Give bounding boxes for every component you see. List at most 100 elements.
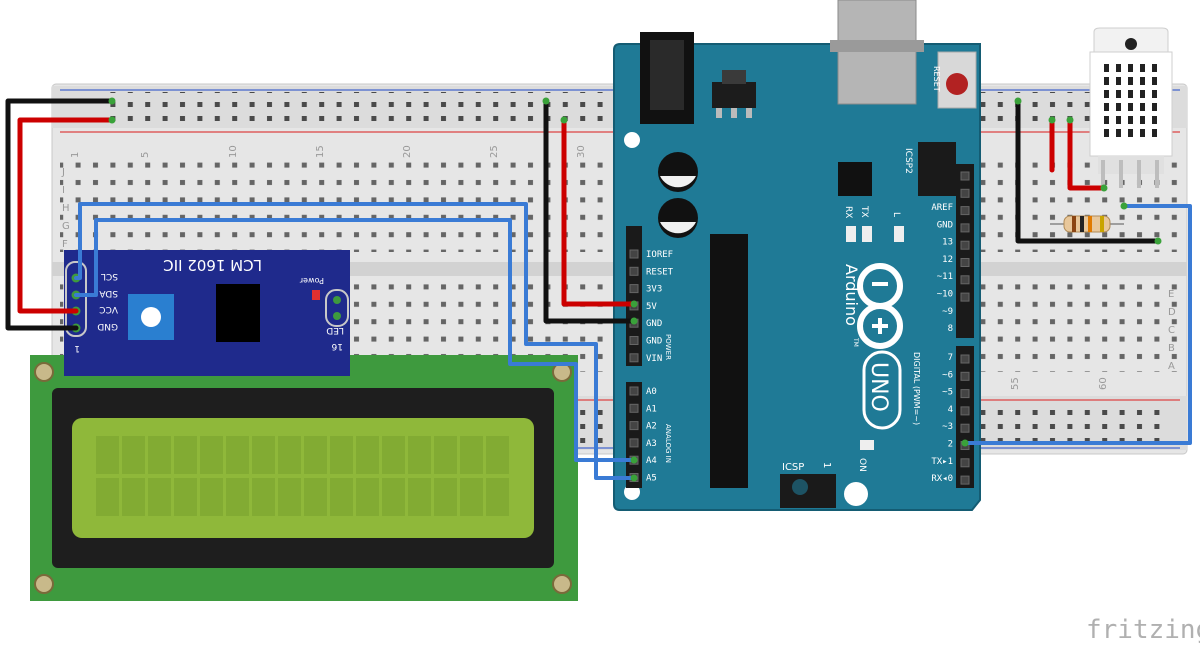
arduino-pin-label: 13	[942, 238, 953, 248]
vent-slot	[1152, 90, 1157, 98]
power-header	[626, 226, 642, 366]
icsp2-label: ICSP2	[903, 148, 913, 174]
lcd-cell	[356, 436, 379, 474]
pin16-label: 16	[331, 341, 343, 351]
header-socket	[960, 240, 970, 250]
analog-header	[626, 382, 642, 488]
fritzing-watermark: fritzing	[1086, 615, 1200, 645]
arduino-pin-label: 12	[942, 255, 953, 265]
lcd-cell	[330, 436, 353, 474]
i2c-pcb	[64, 250, 350, 376]
arduino-pin-label: A0	[646, 387, 657, 397]
lcd-cell	[304, 478, 327, 516]
rx-label: RX	[843, 206, 853, 218]
vent-slot	[1104, 77, 1109, 85]
wires	[5, 97, 1192, 482]
l-led	[894, 226, 904, 242]
arduino-pin-label: A5	[646, 474, 657, 484]
header-socket	[960, 406, 970, 416]
mount-hole	[34, 362, 54, 382]
lcd-cell	[278, 436, 301, 474]
lcd-cell	[382, 436, 405, 474]
arduino-pin-label: ~3	[942, 422, 953, 432]
i2c-backpack-module: LCM 1602 IIC Power LED SCL SDA VCC GND 1…	[64, 250, 350, 376]
header-socket	[960, 354, 970, 364]
arduino-pin-label: A2	[646, 422, 657, 432]
mount-hole	[34, 574, 54, 594]
vent-slot	[1140, 64, 1145, 72]
arduino-pin-label: RESET	[646, 267, 674, 277]
vent-slot	[1128, 90, 1133, 98]
lcd-cell	[460, 436, 483, 474]
wire-5v-rail	[561, 117, 637, 307]
vent-slot	[1140, 116, 1145, 124]
row-letter: D	[1168, 307, 1176, 318]
lcd-cell	[174, 478, 197, 516]
column-number: 55	[1010, 377, 1021, 390]
lcd-character-grid	[96, 436, 509, 516]
arduino-pin-label: GND	[646, 319, 662, 329]
arduino-infinity-logo	[857, 263, 903, 349]
atmega-chip	[710, 234, 748, 488]
vent-slot	[1104, 129, 1109, 137]
lcd-cell	[434, 436, 457, 474]
arduino-pin-label: 8	[948, 324, 953, 334]
arduino-pin-label: A4	[646, 456, 657, 466]
i2c-pin-label: VCC	[99, 304, 118, 314]
mount-hole	[624, 132, 640, 148]
usb-chip	[838, 162, 872, 196]
vent-slot	[1152, 77, 1157, 85]
vent-slot	[1104, 64, 1109, 72]
i2c-pin-label: SCL	[101, 271, 118, 281]
header-socket	[960, 275, 970, 285]
vent-slot	[1140, 103, 1145, 111]
i2c-title: LCM 1602 IIC	[163, 256, 262, 274]
row-letter: H	[62, 203, 70, 214]
header-socket	[629, 284, 639, 294]
dht22-vent-grid	[1104, 64, 1157, 137]
vent-slot	[1140, 77, 1145, 85]
column-number: 15	[315, 145, 326, 158]
lcd-cell	[330, 478, 353, 516]
uno-label: UNO	[866, 362, 891, 412]
tx-led	[862, 226, 872, 242]
lcd-cell	[200, 436, 223, 474]
arduino-pin-label: GND	[937, 220, 953, 230]
vent-slot	[1116, 90, 1121, 98]
rx-led	[846, 226, 856, 242]
lcd-cell	[252, 478, 275, 516]
lcd-cell	[408, 436, 431, 474]
reset-label: RESET	[932, 66, 941, 92]
led-jumper	[325, 289, 349, 327]
header-socket	[960, 188, 970, 198]
tx-label: TX	[859, 205, 869, 218]
icsp-header	[780, 474, 836, 508]
pcf8574-chip	[216, 284, 260, 342]
lcd-cell	[148, 436, 171, 474]
vent-slot	[1116, 129, 1121, 137]
arduino-pin-label: ~6	[942, 370, 953, 380]
row-letter: I	[62, 185, 65, 196]
vent-slot	[1116, 103, 1121, 111]
on-led	[860, 440, 874, 450]
vent-slot	[1104, 116, 1109, 124]
lcd-cell	[226, 436, 249, 474]
arduino-pcb	[613, 43, 981, 511]
vent-slot	[1128, 116, 1133, 124]
header-socket	[629, 249, 639, 259]
dht22-legs	[1101, 160, 1159, 188]
wire-sda-a4	[74, 218, 636, 462]
digital-header-label: DIGITAL (PWM=~)	[912, 352, 921, 425]
l-led-label: L	[891, 212, 901, 217]
row-letter: G	[62, 221, 70, 232]
header-socket	[960, 223, 970, 233]
header-socket	[629, 266, 639, 276]
header-socket	[629, 386, 639, 396]
lcd-cell	[96, 478, 119, 516]
arduino-pin-label: GND	[646, 337, 662, 347]
arduino-pin-label: TX▸1	[931, 457, 953, 467]
column-number: 1	[70, 152, 81, 158]
icsp-label: ICSP	[782, 462, 804, 473]
vent-slot	[1152, 64, 1157, 72]
